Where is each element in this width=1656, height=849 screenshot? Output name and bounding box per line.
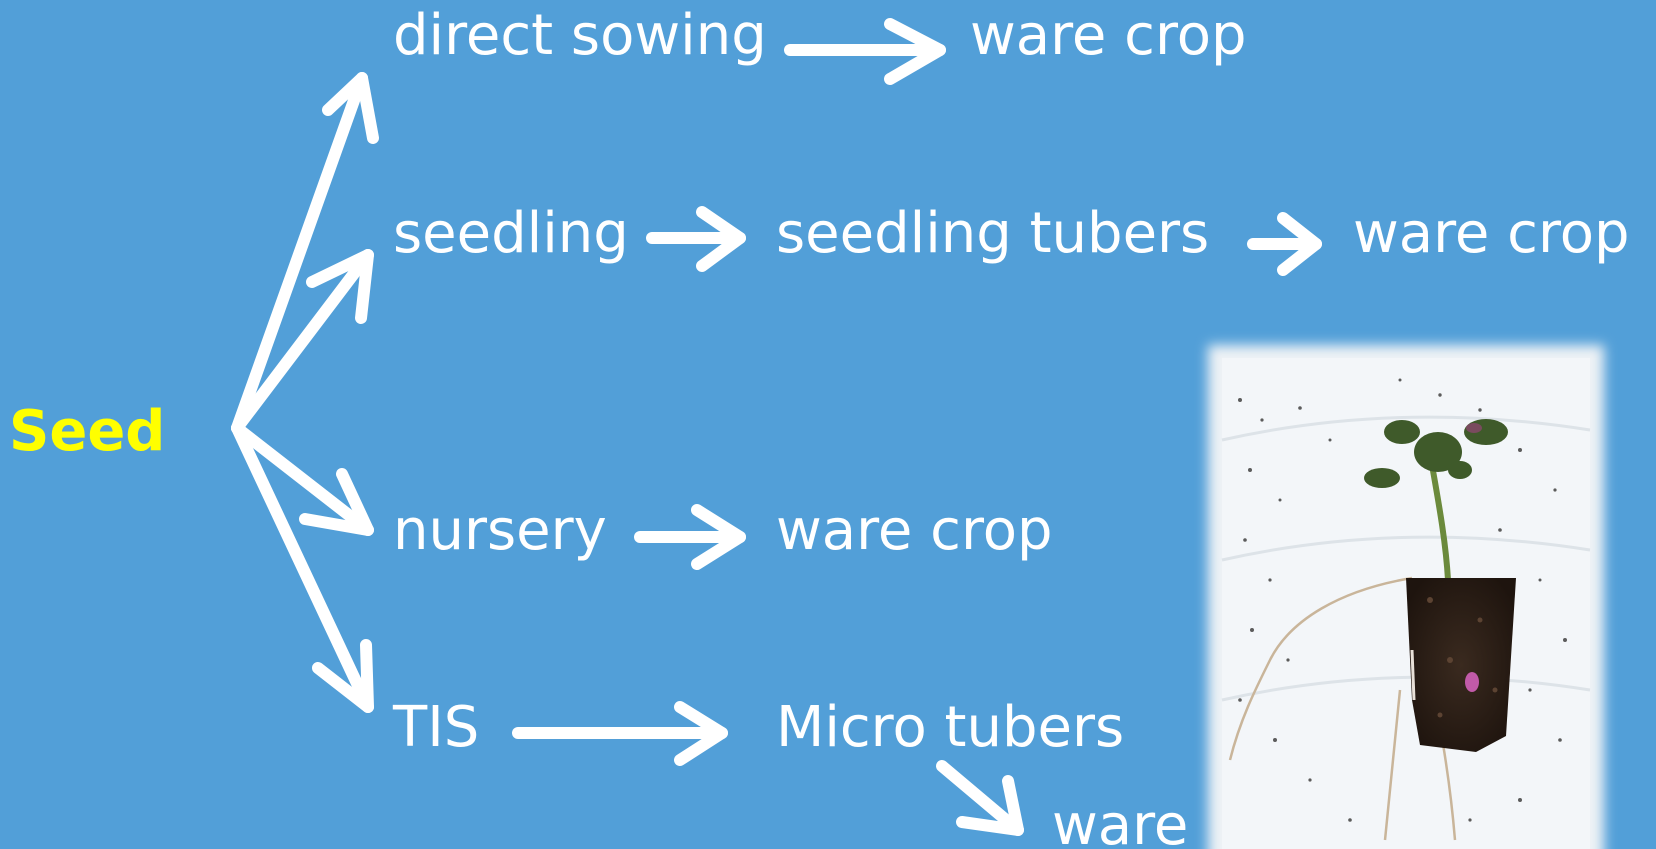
seedling-ware-crop-label: ware crop	[1353, 206, 1630, 262]
seed-label: Seed	[9, 404, 165, 460]
nursery-label: nursery	[393, 503, 607, 559]
arrow-to-direct-sowing	[237, 78, 373, 428]
direct-ware-crop-label: ware crop	[970, 8, 1247, 64]
arrow-direct-to-ware	[790, 24, 940, 79]
nursery-ware-crop-label: ware crop	[776, 503, 1053, 559]
seedling-photo	[1208, 345, 1604, 849]
tis-ware-label: ware	[1052, 798, 1188, 849]
arrow-microtubers-to-ware	[942, 766, 1018, 830]
direct-sowing-label: direct sowing	[393, 8, 767, 64]
tis-label: TIS	[393, 700, 479, 756]
arrow-tubers-to-ware	[1253, 218, 1316, 270]
seedling-label: seedling	[393, 206, 629, 262]
seedling-tubers-label: seedling tubers	[776, 206, 1209, 262]
micro-tubers-label: Micro tubers	[776, 700, 1124, 756]
arrow-nursery-to-ware	[640, 510, 740, 564]
arrow-to-seedling	[237, 255, 368, 428]
arrow-tis-to-microtubers	[518, 707, 722, 760]
arrow-to-tis	[237, 428, 368, 707]
arrow-seedling-to-tubers	[652, 212, 740, 266]
